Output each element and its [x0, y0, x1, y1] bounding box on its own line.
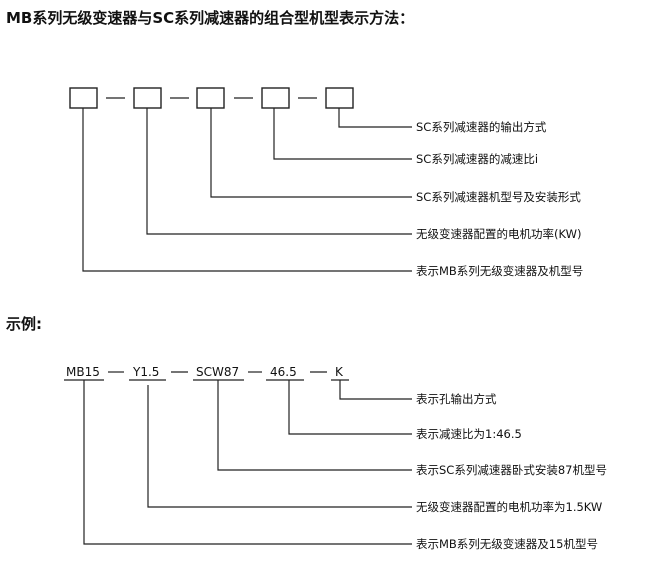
code-box-1 — [69, 87, 98, 109]
example-label-mb: 表示MB系列无级变速器及15机型号 — [416, 537, 598, 551]
example-code-mb15: MB15 — [66, 365, 100, 379]
code-box-4 — [261, 87, 290, 109]
example-labels: 表示孔输出方式 表示减速比为1:46.5 表示SC系列减速器卧式安装87机型号 … — [416, 392, 607, 551]
example-code-k: K — [335, 365, 344, 379]
top-label-model-mount: SC系列减速器机型号及安装形式 — [416, 190, 581, 204]
example-label-ratio: 表示减速比为1:46.5 — [416, 427, 522, 441]
leader-line-5 — [82, 108, 412, 272]
example-leader-2 — [288, 380, 412, 435]
code-box-2 — [133, 87, 162, 109]
leader-line-2 — [273, 108, 412, 160]
example-code-scw87: SCW87 — [196, 365, 239, 379]
example-leader-lines — [83, 380, 412, 545]
top-label-output-mode: SC系列减速器的输出方式 — [416, 120, 547, 134]
leader-line-3 — [210, 108, 412, 198]
example-heading: 示例: — [6, 315, 42, 333]
code-box-3 — [196, 87, 225, 109]
leader-line-1 — [338, 108, 412, 128]
example-leader-4 — [147, 385, 412, 508]
top-label-ratio: SC系列减速器的减速比i — [416, 152, 538, 166]
example-leader-3 — [217, 380, 412, 471]
example-leader-5 — [83, 380, 412, 545]
example-label-model: 表示SC系列减速器卧式安装87机型号 — [416, 463, 607, 477]
example-code-ratio: 46.5 — [270, 365, 297, 379]
example-leader-1 — [339, 380, 412, 400]
top-leader-lines — [82, 108, 412, 272]
example-label-power: 无级变速器配置的电机功率为1.5KW — [416, 500, 602, 514]
top-label-mb-model: 表示MB系列无级变速器及机型号 — [416, 264, 583, 278]
top-labels: SC系列减速器的输出方式 SC系列减速器的减速比i SC系列减速器机型号及安装形… — [416, 120, 583, 278]
example-label-output: 表示孔输出方式 — [416, 392, 497, 406]
example-codes: MB15 Y1.5 SCW87 46.5 K — [66, 365, 344, 379]
top-label-motor-power: 无级变速器配置的电机功率(KW) — [416, 227, 581, 241]
code-box-5 — [325, 87, 354, 109]
leader-line-4 — [146, 108, 412, 235]
example-code-y15: Y1.5 — [132, 365, 159, 379]
page-title: MB系列无级变速器与SC系列减速器的组合型机型表示方法： — [6, 9, 415, 27]
